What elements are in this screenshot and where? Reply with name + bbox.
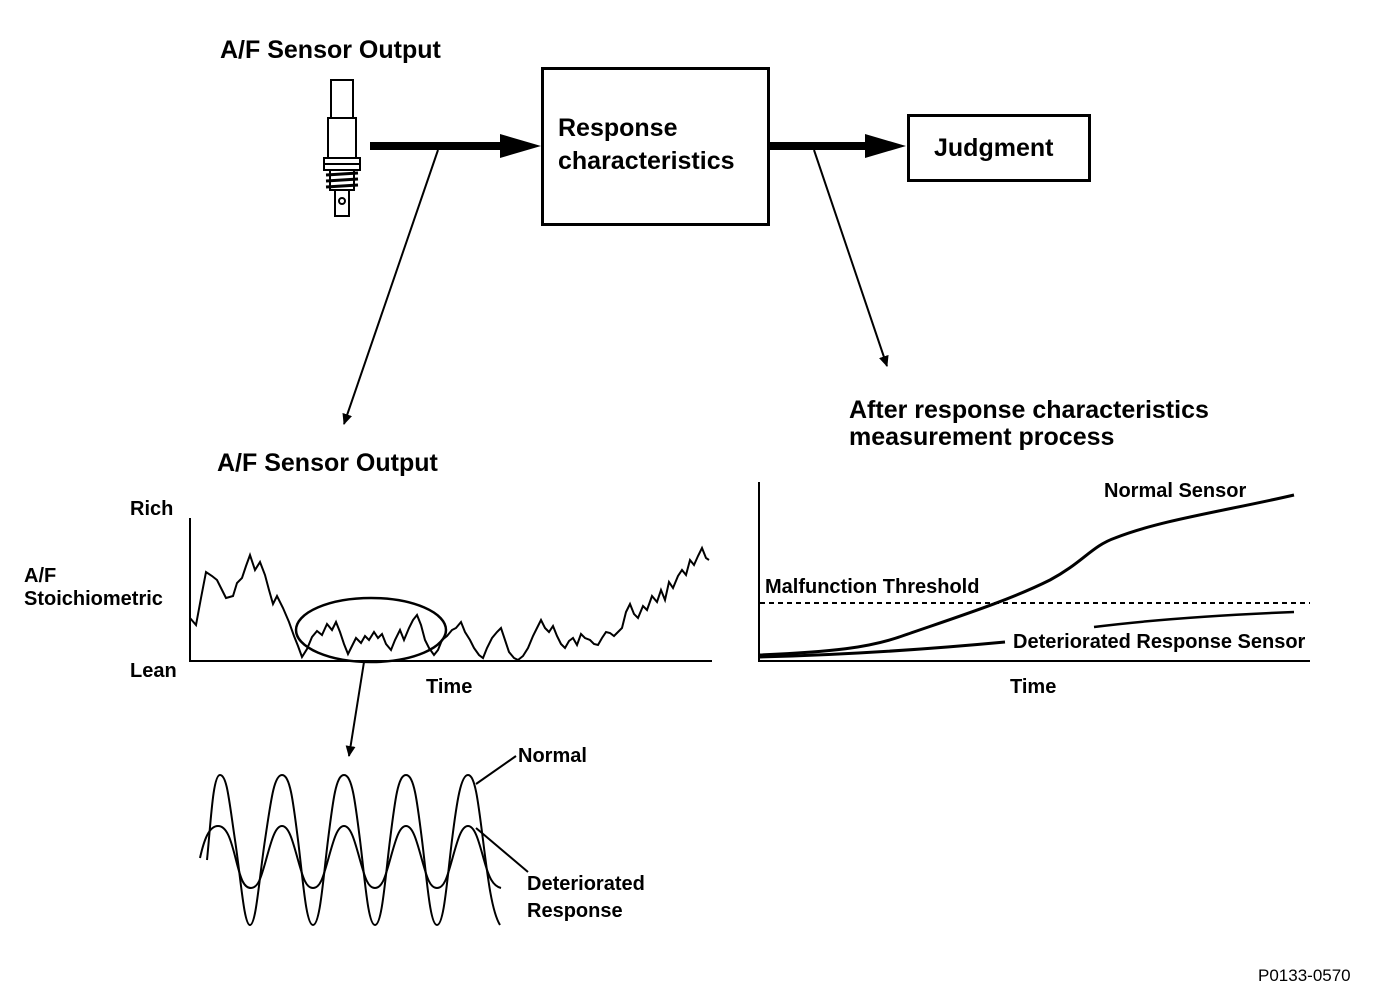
deteriorated-sensor-curve (758, 640, 1006, 659)
response-box-line1: Response (558, 114, 678, 142)
figure-id: P0133-0570 (1258, 966, 1351, 985)
pointer-arrow-to-right-chart (813, 149, 889, 367)
normal-leader (475, 755, 517, 785)
malfunction-threshold-label: Malfunction Threshold (765, 576, 980, 598)
response-characteristics-box: Response characteristics (541, 67, 770, 226)
deteriorated-leader (475, 827, 529, 873)
flow-arrow-response-to-judgment (769, 134, 906, 158)
response-box-line2: characteristics (558, 147, 735, 175)
y-label-lean: Lean (130, 660, 177, 682)
normal-wave (206, 773, 501, 927)
y-label-af: A/F (24, 565, 57, 587)
right-chart-title-line1: After response characteristics (849, 396, 1209, 424)
pointer-arrow-to-left-chart (342, 149, 439, 425)
y-label-stoichiometric: Stoichiometric (24, 588, 163, 610)
y-label-rich: Rich (130, 498, 174, 520)
deteriorated-wave-label-1: Deteriorated (527, 873, 645, 895)
judgment-label: Judgment (934, 134, 1054, 162)
normal-wave-label: Normal (518, 745, 587, 767)
af-sensor-output-signal (189, 545, 710, 662)
flow-arrow-sensor-to-response (370, 134, 541, 158)
af-sensor-icon (323, 79, 361, 217)
right-chart-title-line2: measurement process (849, 423, 1115, 451)
left-chart-axes (189, 518, 712, 662)
deteriorated-wave (199, 824, 502, 890)
deteriorated-sensor-curve-end (1093, 610, 1295, 629)
pointer-arrow-to-detail (345, 661, 365, 757)
top-title: A/F Sensor Output (220, 36, 441, 64)
right-chart-axes (758, 482, 1310, 662)
deteriorated-sensor-label: Deteriorated Response Sensor (1013, 631, 1306, 653)
right-chart-x-label: Time (1010, 676, 1057, 698)
deteriorated-wave-label-2: Response (527, 900, 623, 922)
left-chart-x-label: Time (426, 676, 473, 698)
normal-sensor-curve (758, 493, 1295, 657)
judgment-box: Judgment (907, 114, 1091, 182)
normal-sensor-label: Normal Sensor (1104, 480, 1247, 502)
highlight-ellipse (294, 596, 448, 664)
left-chart-title: A/F Sensor Output (217, 449, 438, 477)
